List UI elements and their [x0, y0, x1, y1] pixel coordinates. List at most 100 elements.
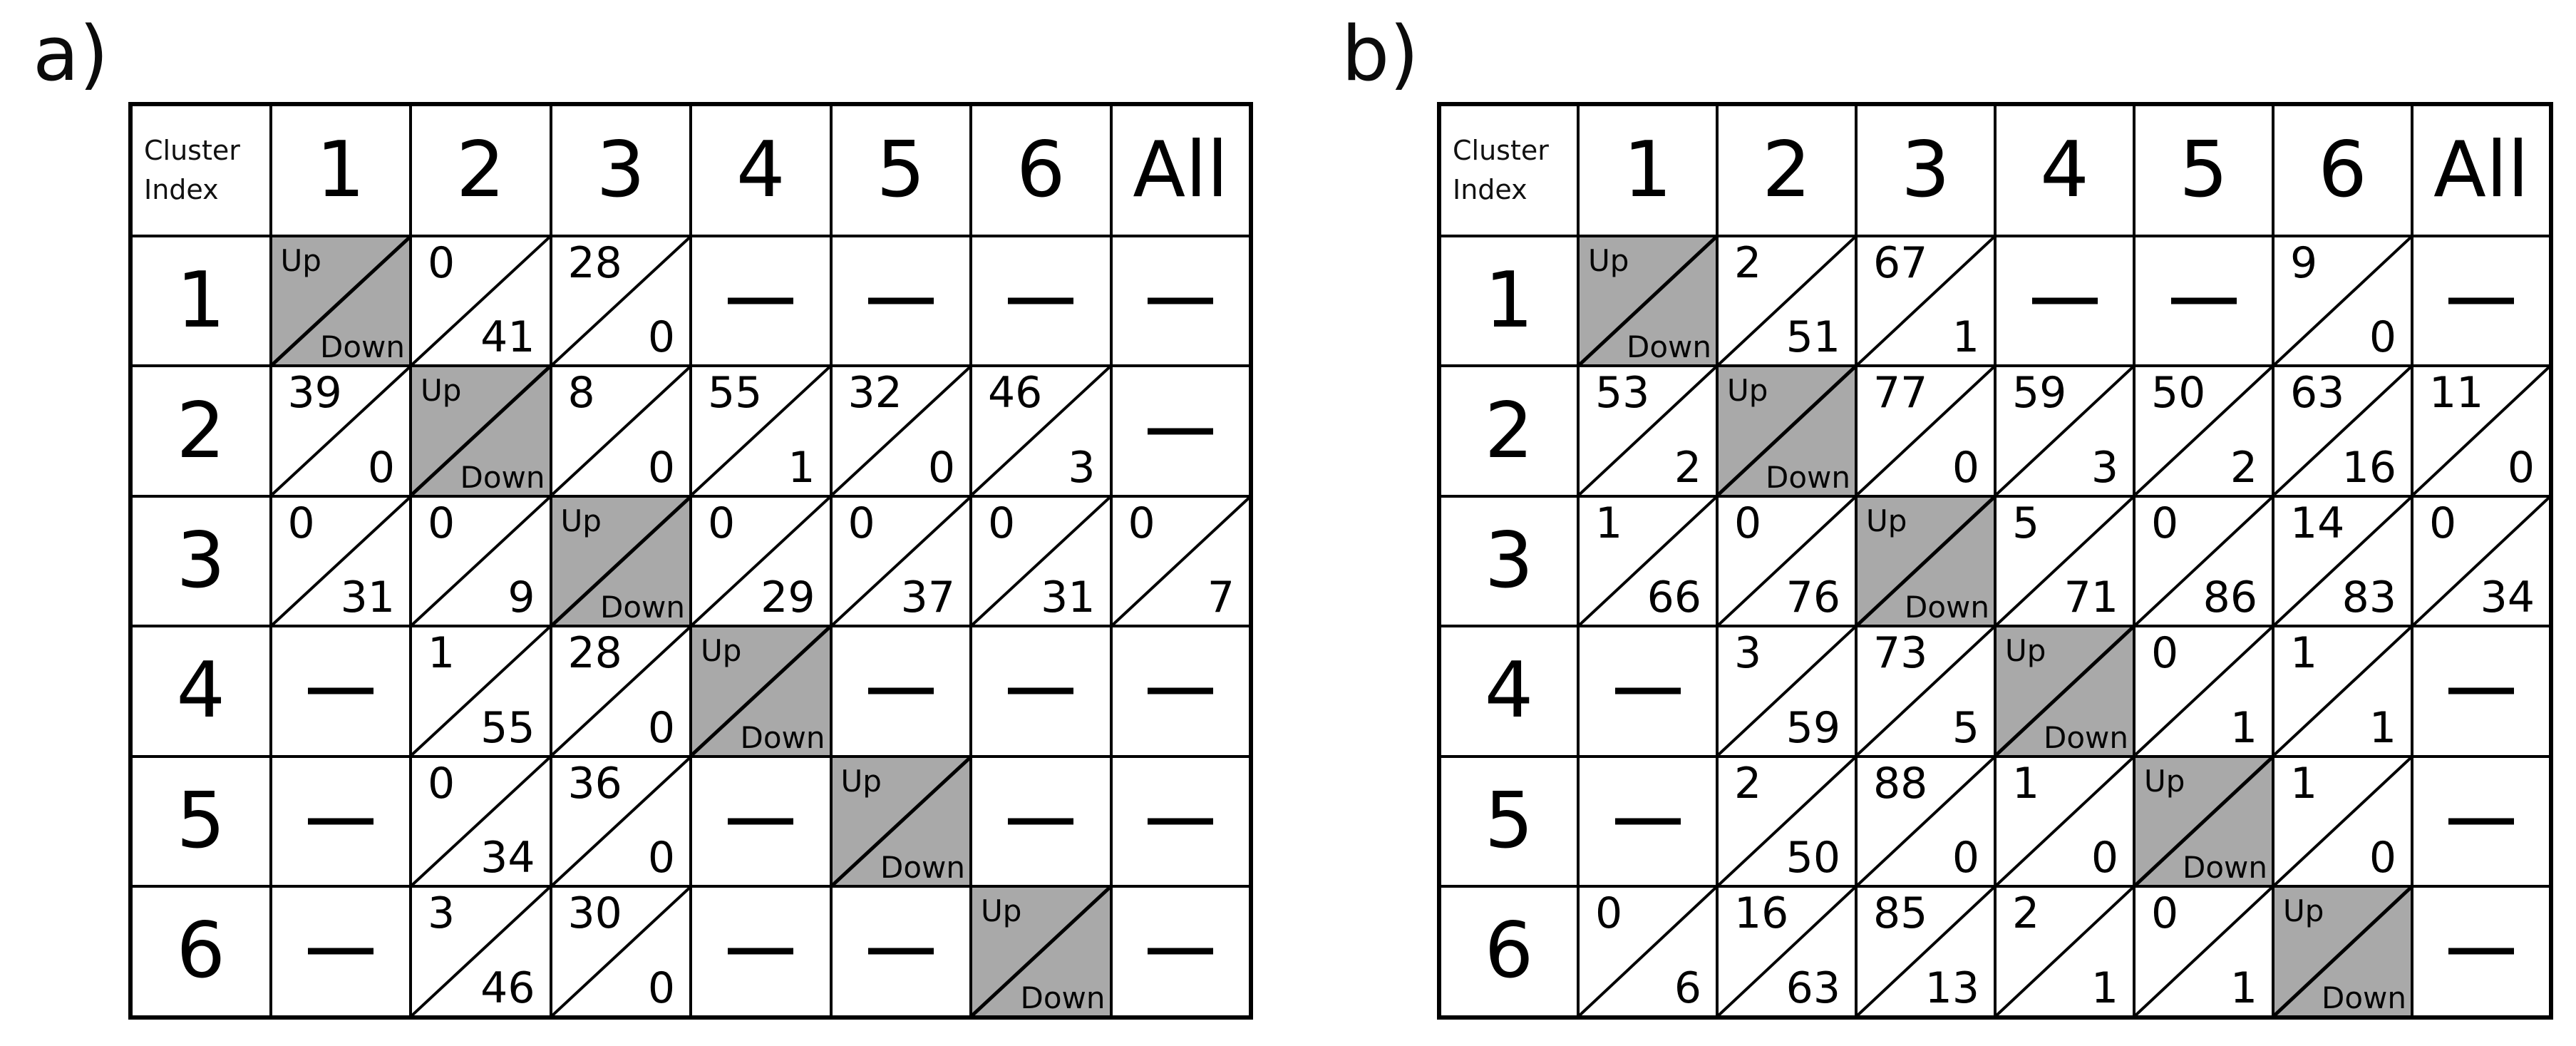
down-count: 2 [1674, 442, 1701, 493]
no-data-cell [2411, 234, 2552, 368]
up-count: 85 [1873, 888, 1928, 938]
down-count: 0 [647, 312, 675, 363]
up-count: 3 [1734, 628, 1762, 679]
diagonal-line [2135, 367, 2272, 494]
dash-icon [1008, 687, 1074, 694]
dash-icon [2448, 297, 2514, 304]
dash-icon [728, 297, 794, 304]
diagonal-line [2274, 758, 2411, 885]
row-header-label: 6 [1484, 906, 1534, 996]
no-data-cell [269, 754, 412, 888]
no-data-cell [689, 884, 833, 1020]
diagonal-line [2274, 888, 2411, 1015]
up-count: 3 [428, 888, 455, 938]
down-label: Down [880, 849, 965, 885]
up-count: 73 [1873, 628, 1928, 679]
diagonal-line [272, 237, 410, 364]
diagonal-line [272, 498, 410, 625]
dash-icon [2448, 687, 2514, 694]
dash-icon [867, 948, 934, 955]
down-label: Down [599, 590, 685, 625]
down-count: 66 [1647, 573, 1701, 623]
no-data-cell [829, 884, 972, 1020]
diagonal-line [2135, 758, 2272, 885]
diagonal-line [2413, 498, 2549, 625]
up-count: 0 [1734, 498, 1762, 548]
down-label: Down [460, 459, 545, 495]
down-count: 83 [2341, 573, 2396, 623]
column-header-cell: 5 [829, 103, 972, 237]
diagonal-line [833, 758, 970, 885]
diagonal-line [552, 758, 690, 885]
diagonal-line [972, 888, 1110, 1015]
diagonal-line [1858, 758, 1994, 885]
diagonal-line [412, 627, 550, 754]
column-header-label: 5 [876, 125, 926, 215]
diagonal-line [1858, 237, 1994, 364]
no-data-cell [269, 884, 412, 1020]
down-count: 0 [2369, 312, 2396, 363]
diagonal-line [552, 367, 690, 494]
down-count: 37 [900, 573, 955, 623]
up-count: 0 [988, 498, 1016, 548]
corner-header-text: Cluster [1453, 134, 1549, 166]
up-count: 0 [2151, 628, 2179, 679]
column-header-label: 3 [1901, 125, 1950, 215]
diagonal-line [2135, 888, 2272, 1015]
no-data-cell [2411, 884, 2552, 1020]
row-header-cell: 5 [129, 754, 272, 888]
down-label: Down [319, 329, 405, 365]
no-data-cell [2411, 625, 2552, 758]
column-header-cell: 3 [549, 103, 692, 237]
down-count: 7 [1207, 573, 1235, 623]
down-count: 0 [647, 832, 675, 883]
up-count: 55 [708, 368, 763, 419]
up-count: 53 [1595, 368, 1650, 419]
no-data-cell [829, 625, 972, 758]
no-data-cell [2411, 754, 2552, 888]
diagonal-line [692, 498, 830, 625]
corner-header-text: Index [1453, 174, 1527, 205]
up-label: Up [1727, 373, 1768, 409]
up-label: Up [280, 243, 321, 278]
up-count: 46 [988, 368, 1043, 419]
down-count: 31 [1041, 573, 1096, 623]
row-header-label: 1 [1484, 256, 1534, 346]
down-count: 0 [2091, 832, 2118, 883]
up-label: Up [981, 893, 1022, 928]
down-count: 6 [1674, 963, 1701, 1013]
down-count: 41 [480, 312, 535, 363]
row-header-cell: 2 [1438, 364, 1580, 498]
no-data-cell [1994, 234, 2135, 368]
diagonal-line [2135, 498, 2272, 625]
up-count: 1 [2012, 758, 2040, 809]
down-count: 0 [2369, 832, 2396, 883]
up-count: 63 [2290, 368, 2345, 419]
dash-icon [728, 948, 794, 955]
down-count: 0 [647, 442, 675, 493]
up-count: 32 [847, 368, 902, 419]
dash-icon [2170, 297, 2237, 304]
down-count: 1 [1952, 312, 1979, 363]
diagonal-line [2274, 367, 2411, 494]
column-header-label: 6 [2318, 125, 2367, 215]
row-header-label: 1 [176, 256, 226, 346]
